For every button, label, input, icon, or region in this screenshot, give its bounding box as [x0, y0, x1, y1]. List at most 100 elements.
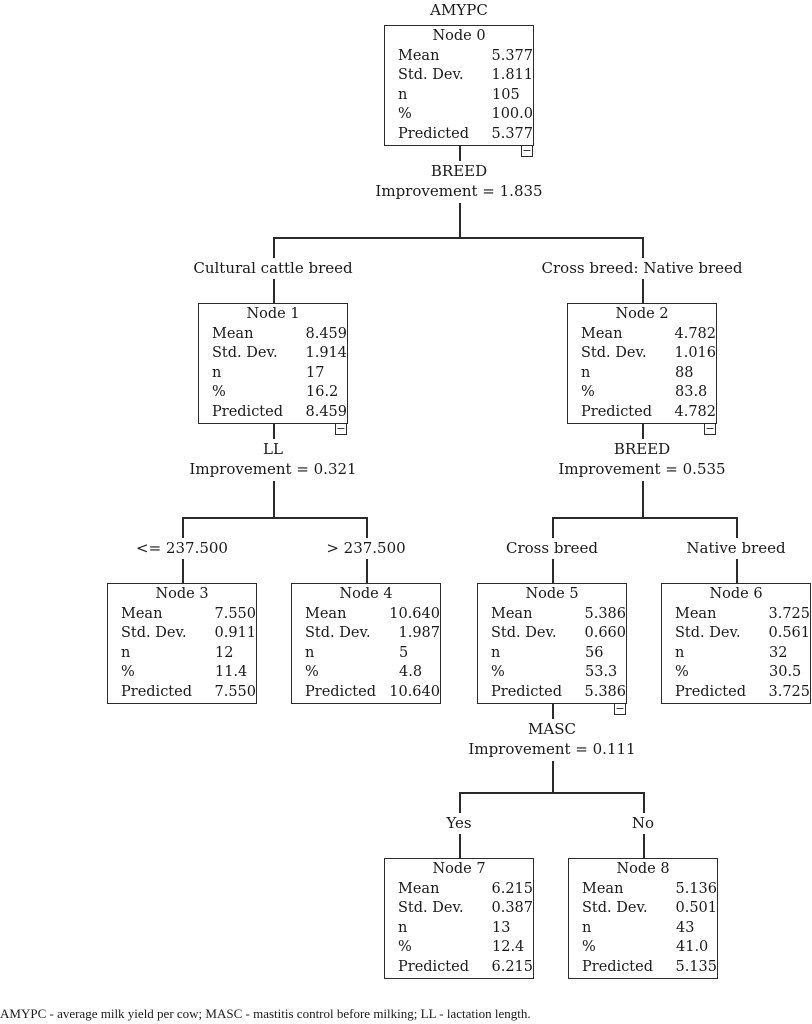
node-stat-row: Std. Dev. 1.811: [385, 66, 533, 86]
stat-value: 5.377: [491, 47, 533, 64]
node-title: Node 4: [339, 586, 393, 602]
stat-value: 5: [399, 644, 409, 661]
split-improvement-label: Improvement = 0.321: [189, 460, 357, 478]
stat-label: Predicted: [305, 683, 376, 700]
stat-label: %: [581, 384, 595, 401]
stat-label: %: [212, 384, 226, 401]
connector-line: [459, 792, 461, 813]
stat-label: %: [491, 664, 505, 681]
stat-value: 0.561: [768, 625, 810, 642]
stat-label: %: [305, 664, 319, 681]
connector-bar: [182, 517, 368, 519]
stat-value: 7.550: [214, 683, 256, 700]
stat-label: Std. Dev.: [491, 625, 557, 642]
collapse-node-5-minus-icon[interactable]: −: [614, 702, 626, 715]
connector-line: [736, 517, 738, 538]
stat-value: 3.725: [768, 683, 810, 700]
connector-line: [459, 146, 461, 161]
stat-label: Std. Dev.: [305, 625, 371, 642]
collapse-node-2-minus-icon[interactable]: −: [704, 422, 716, 435]
stat-value: 1.811: [491, 67, 533, 84]
node-title: Node 5: [525, 586, 579, 602]
node-stat-row: n 17: [199, 364, 347, 384]
connector-line: [366, 517, 368, 538]
stat-value: 17: [306, 364, 325, 381]
stat-label: Std. Dev.: [582, 900, 648, 917]
stat-label: Mean: [491, 605, 533, 622]
stat-value: 5.386: [584, 683, 626, 700]
stat-label: Predicted: [212, 403, 283, 420]
connector-line: [273, 279, 275, 303]
stat-label: Mean: [398, 47, 440, 64]
branch-label: Yes: [446, 814, 472, 832]
stat-value: 83.8: [675, 384, 708, 401]
connector-line: [643, 792, 645, 813]
stat-value: 8.459: [305, 325, 347, 342]
stat-label: Predicted: [581, 403, 652, 420]
node-stat-row: Mean 8.459: [199, 325, 347, 345]
stat-value: 12.4: [492, 939, 525, 956]
stat-value: 11.4: [215, 664, 248, 681]
branch-label: Native breed: [686, 539, 786, 557]
stat-value: 0.501: [675, 900, 717, 917]
stat-label: Mean: [398, 880, 440, 897]
stat-label: %: [675, 664, 689, 681]
node-stat-row: Mean 5.377: [385, 47, 533, 67]
stat-label: Predicted: [121, 683, 192, 700]
stat-label: n: [212, 364, 222, 381]
stat-value: 5.377: [491, 125, 533, 142]
connector-line: [552, 704, 554, 719]
stat-label: n: [398, 919, 408, 936]
node-title: Node 0: [432, 28, 486, 44]
stat-label: Std. Dev.: [398, 67, 464, 84]
stat-value: 0.387: [491, 900, 533, 917]
stat-label: Mean: [212, 325, 254, 342]
connector-line: [642, 237, 644, 258]
collapse-node-1-minus-icon[interactable]: −: [335, 422, 347, 435]
connector-line: [642, 481, 644, 517]
split-variable-label: BREED: [613, 440, 671, 458]
node-title: Node 7: [432, 861, 486, 877]
branch-label: Cultural cattle breed: [193, 259, 353, 277]
collapse-node-0-minus-icon[interactable]: −: [521, 144, 533, 157]
stat-label: Std. Dev.: [212, 345, 278, 362]
branch-label: Cross breed: [506, 539, 598, 557]
stat-label: Mean: [305, 605, 347, 622]
stat-value: 7.550: [214, 605, 256, 622]
branch-label: <= 237.500: [136, 539, 228, 557]
branch-label: > 237.500: [326, 539, 406, 557]
split-variable-label: BREED: [430, 162, 488, 180]
node-stat-row: Std. Dev. 0.387: [385, 899, 533, 919]
stat-label: Std. Dev.: [398, 900, 464, 917]
stat-value: 53.3: [585, 664, 618, 681]
connector-bar: [459, 792, 645, 794]
stat-label: %: [398, 106, 412, 123]
node-stat-row: Std. Dev.0.561: [662, 624, 810, 644]
stat-value: 12: [215, 644, 234, 661]
branch-label: Cross breed: Native breed: [541, 259, 743, 277]
stat-value: 5.136: [675, 880, 717, 897]
split-improvement-label: Improvement = 1.835: [375, 182, 543, 200]
